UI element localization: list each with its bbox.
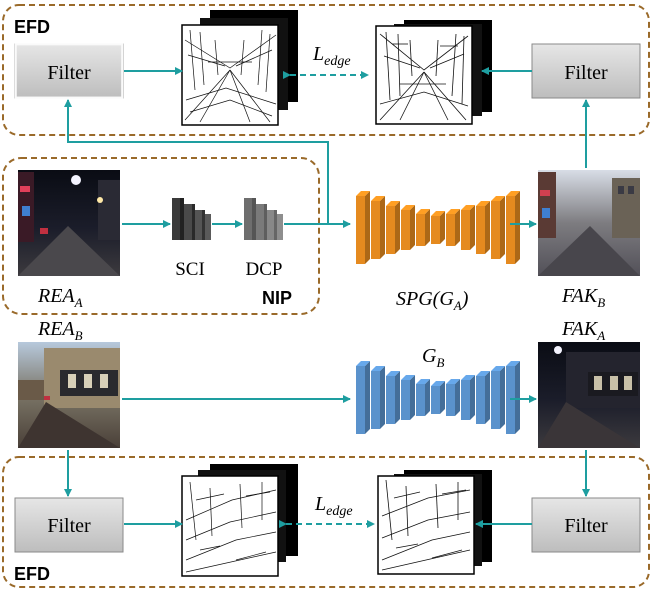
spg-layer bbox=[506, 191, 520, 264]
sci-block bbox=[172, 198, 211, 240]
edge-map-bottom-left bbox=[181, 464, 298, 577]
loss-edge-top: Ledge bbox=[312, 43, 351, 69]
filter-top-right-label: Filter bbox=[564, 62, 608, 84]
nip-label: NIP bbox=[262, 288, 292, 308]
edge-map-top-left bbox=[181, 10, 298, 126]
spg-generator bbox=[356, 191, 520, 264]
filter-top-left-button[interactable]: Filter bbox=[14, 43, 124, 99]
gb-layer bbox=[431, 381, 445, 414]
fak-b-label: FAKB bbox=[561, 285, 605, 310]
sci-label: SCI bbox=[175, 259, 205, 280]
spg-layer bbox=[356, 191, 370, 264]
gb-generator bbox=[356, 361, 520, 434]
spg-layer bbox=[371, 196, 385, 259]
efd-bottom-label: EFD bbox=[14, 564, 50, 584]
spg-layer bbox=[431, 211, 445, 244]
edge-map-bottom-right bbox=[377, 470, 492, 575]
filter-bottom-right-label: Filter bbox=[564, 515, 608, 537]
gb-layer bbox=[401, 375, 415, 420]
gb-layer bbox=[386, 371, 400, 424]
gb-layer bbox=[371, 366, 385, 429]
spg-layer bbox=[461, 205, 475, 250]
gb-layer bbox=[476, 371, 490, 424]
rea-a-label: REAA bbox=[37, 285, 83, 310]
efd-top-label: EFD bbox=[14, 17, 50, 37]
spg-layer bbox=[491, 196, 505, 259]
fak-b-image bbox=[538, 170, 640, 276]
fak-a-label: FAKA bbox=[561, 318, 605, 343]
rea-b-image bbox=[18, 342, 120, 448]
rea-a-image bbox=[18, 170, 120, 276]
gb-layer bbox=[461, 375, 475, 420]
fak-a-image bbox=[538, 342, 640, 448]
rea-b-label: REAB bbox=[37, 318, 83, 343]
loss-edge-bottom: Ledge bbox=[314, 493, 353, 519]
spg-layer bbox=[416, 209, 430, 246]
nip-box bbox=[2, 157, 320, 315]
spg-layer bbox=[401, 205, 415, 250]
spg-layer bbox=[476, 201, 490, 254]
filter-bottom-left-label: Filter bbox=[47, 515, 91, 537]
spg-label: SPG(GA) bbox=[396, 288, 469, 313]
gb-layer bbox=[446, 379, 460, 416]
filter-bottom-left-button[interactable]: Filter bbox=[14, 497, 124, 553]
gb-label: GB bbox=[422, 345, 444, 370]
filter-bottom-right-button[interactable]: Filter bbox=[531, 497, 641, 553]
dcp-label: DCP bbox=[246, 259, 283, 280]
arrow-to-top-left-filter bbox=[64, 99, 329, 224]
spg-layer bbox=[446, 209, 460, 246]
gb-layer bbox=[356, 361, 370, 434]
filter-top-right-button[interactable]: Filter bbox=[531, 43, 641, 99]
edge-map-top-right bbox=[375, 20, 492, 125]
filter-top-left-label: Filter bbox=[47, 62, 91, 84]
gb-layer bbox=[506, 361, 520, 434]
dcp-block bbox=[244, 198, 283, 240]
gb-layer bbox=[491, 366, 505, 429]
spg-layer bbox=[386, 201, 400, 254]
gb-layer bbox=[416, 379, 430, 416]
